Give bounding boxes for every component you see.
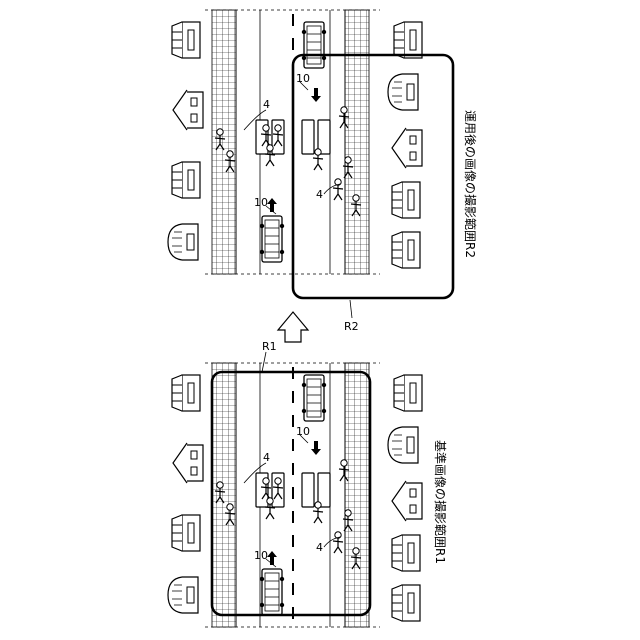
transition-arrow-icon bbox=[278, 312, 308, 342]
ref-vehicle-label-2: 10 bbox=[296, 72, 310, 85]
ref-vehicle-label-3: 10 bbox=[254, 549, 268, 562]
after-operation-panel: 4 4 10 10 bbox=[168, 10, 422, 274]
ref-vehicle-label: 10 bbox=[254, 196, 268, 209]
reference-panel: 4 4 10 10 bbox=[168, 363, 422, 627]
ref-vehicle-label-4: 10 bbox=[296, 425, 310, 438]
reference-caption: 基準画像の撮影範囲R1 bbox=[433, 440, 448, 564]
range-r2-label: R2 bbox=[344, 320, 359, 333]
after-operation-caption: 運用後の画像の撮影範囲R2 bbox=[463, 110, 478, 258]
ref-pedestrian-label-3: 4 bbox=[263, 451, 270, 464]
ref-pedestrian-label-2: 4 bbox=[316, 188, 323, 201]
range-r1-label: R1 bbox=[262, 340, 277, 353]
ref-pedestrian-label: 4 bbox=[263, 98, 270, 111]
ref-pedestrian-label-4: 4 bbox=[316, 541, 323, 554]
